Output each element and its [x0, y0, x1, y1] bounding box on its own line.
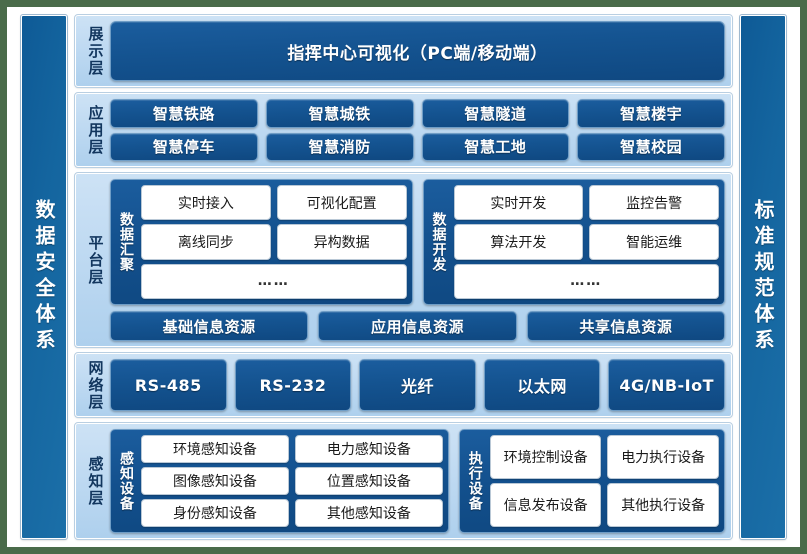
resource-basic-information[interactable]: 基础信息资源	[110, 311, 309, 341]
sensing-group-actuator-devices-label: 执行设备	[466, 451, 483, 511]
app-item-smart-firefighting[interactable]: 智慧消防	[265, 132, 414, 161]
network-item-rs485[interactable]: RS-485	[110, 359, 227, 411]
app-item-smart-campus[interactable]: 智慧校园	[577, 132, 725, 161]
sensor-cell-position[interactable]: 位置感知设备	[294, 467, 443, 495]
sensor-cell-image[interactable]: 图像感知设备	[141, 467, 289, 495]
sensor-cell-other[interactable]: 其他感知设备	[294, 499, 443, 527]
layer-display-label-wrap: 展示层	[80, 21, 110, 81]
actuator-cell-other[interactable]: 其他执行设备	[607, 483, 719, 527]
layer-application-label-wrap: 应用层	[80, 99, 110, 161]
network-item-ethernet[interactable]: 以太网	[483, 359, 601, 411]
platform-cell-development-more[interactable]: ……	[453, 263, 719, 299]
layer-sensing: 感知层 感知设备 环境感知设备 电力感知设备 图像感知设备	[74, 422, 733, 540]
right-pillar-standards: 标准规范体系	[739, 14, 787, 540]
sensing-group-actuator-devices: 执行设备 环境控制设备 电力执行设备 信息发布设备 其他执行设备	[458, 429, 725, 533]
platform-cell-realtime-development[interactable]: 实时开发	[453, 185, 584, 221]
app-item-smart-tunnel[interactable]: 智慧隧道	[421, 99, 570, 128]
platform-groups: 数据汇聚 实时接入 可视化配置 离线同步 异构数据 ……	[110, 179, 725, 305]
layer-network-label-wrap: 网络层	[80, 359, 110, 411]
right-pillar-label: 标准规范体系	[751, 199, 775, 355]
layer-network-body: RS-485 RS-232 光纤 以太网 4G/NB-IoT	[110, 359, 725, 411]
application-items-grid: 智慧铁路 智慧城铁 智慧隧道 智慧楼宇 智慧停车 智慧消防 智慧工地 智慧校园	[110, 99, 725, 161]
platform-cell-realtime-access[interactable]: 实时接入	[141, 185, 271, 221]
layer-platform-label: 平台层	[86, 234, 105, 286]
layer-sensing-label: 感知层	[86, 455, 105, 507]
platform-cell-intelligent-ops[interactable]: 智能运维	[589, 224, 719, 260]
platform-group-data-development-label-wrap: 数据开发	[429, 185, 449, 299]
platform-group-data-development-label: 数据开发	[430, 212, 447, 272]
network-items-row: RS-485 RS-232 光纤 以太网 4G/NB-IoT	[110, 359, 725, 411]
platform-group-data-development: 数据开发 实时开发 监控告警 算法开发 智能运维 ……	[422, 179, 725, 305]
layer-network: 网络层 RS-485 RS-232 光纤 以太网 4G/NB-IoT	[74, 352, 733, 418]
platform-cell-aggregation-more[interactable]: ……	[141, 263, 407, 299]
network-item-rs232[interactable]: RS-232	[234, 359, 352, 411]
diagram-frame: 数据安全体系 展示层 指挥中心可视化（PC端/移动端） 应用层	[7, 7, 800, 547]
sensing-group-sensor-devices-label: 感知设备	[118, 451, 134, 511]
sensing-group-actuator-devices-cells: 环境控制设备 电力执行设备 信息发布设备 其他执行设备	[489, 435, 719, 527]
actuator-cell-environment-control[interactable]: 环境控制设备	[489, 435, 602, 479]
layer-sensing-body: 感知设备 环境感知设备 电力感知设备 图像感知设备 位置感知设备 身份感知设备 …	[110, 429, 725, 533]
platform-group-data-aggregation-label-wrap: 数据汇聚	[116, 185, 136, 299]
sensing-group-sensor-devices-label-wrap: 感知设备	[116, 435, 136, 527]
resource-shared-information[interactable]: 共享信息资源	[526, 311, 725, 341]
platform-group-data-aggregation-cells: 实时接入 可视化配置 离线同步 异构数据 ……	[141, 185, 407, 299]
platform-cell-algorithm-development[interactable]: 算法开发	[453, 224, 584, 260]
platform-group-data-development-cells: 实时开发 监控告警 算法开发 智能运维 ……	[453, 185, 719, 299]
app-item-smart-metro[interactable]: 智慧城铁	[265, 99, 414, 128]
layer-network-label: 网络层	[86, 359, 105, 411]
app-item-smart-building[interactable]: 智慧楼宇	[577, 99, 725, 128]
network-item-4g-nbiot[interactable]: 4G/NB-IoT	[608, 359, 725, 411]
sensor-cell-identity[interactable]: 身份感知设备	[141, 499, 289, 527]
layer-platform-label-wrap: 平台层	[80, 179, 110, 341]
sensing-group-actuator-devices-label-wrap: 执行设备	[465, 435, 485, 527]
layer-application-label: 应用层	[86, 104, 105, 156]
app-item-smart-railway[interactable]: 智慧铁路	[110, 99, 258, 128]
layer-platform-body: 数据汇聚 实时接入 可视化配置 离线同步 异构数据 ……	[110, 179, 725, 341]
platform-resources-row: 基础信息资源 应用信息资源 共享信息资源	[110, 311, 725, 341]
layer-sensing-label-wrap: 感知层	[80, 429, 110, 533]
architecture-diagram: 数据安全体系 展示层 指挥中心可视化（PC端/移动端） 应用层	[20, 14, 787, 540]
sensor-cell-environment[interactable]: 环境感知设备	[141, 435, 289, 463]
platform-group-data-aggregation-label: 数据汇聚	[118, 212, 134, 272]
layer-application-body: 智慧铁路 智慧城铁 智慧隧道 智慧楼宇 智慧停车 智慧消防 智慧工地 智慧校园	[110, 99, 725, 161]
left-pillar-data-security: 数据安全体系	[20, 14, 68, 540]
sensing-group-sensor-devices: 感知设备 环境感知设备 电力感知设备 图像感知设备 位置感知设备 身份感知设备 …	[110, 429, 449, 533]
network-item-fiber[interactable]: 光纤	[359, 359, 476, 411]
platform-cell-heterogeneous-data[interactable]: 异构数据	[276, 224, 407, 260]
layer-stack: 展示层 指挥中心可视化（PC端/移动端） 应用层 智慧铁路 智慧城铁	[74, 14, 733, 540]
layer-display-label: 展示层	[86, 25, 105, 77]
layer-application: 应用层 智慧铁路 智慧城铁 智慧隧道 智慧楼宇 智慧停车 智慧消防 智慧工地 智…	[74, 92, 733, 168]
layer-platform: 平台层 数据汇聚 实时接入 可视化配置	[74, 172, 733, 348]
sensor-cell-power[interactable]: 电力感知设备	[294, 435, 443, 463]
app-item-smart-parking[interactable]: 智慧停车	[110, 132, 258, 161]
resource-application-information[interactable]: 应用信息资源	[318, 311, 517, 341]
platform-cell-visual-config[interactable]: 可视化配置	[276, 185, 407, 221]
sensing-group-sensor-devices-cells: 环境感知设备 电力感知设备 图像感知设备 位置感知设备 身份感知设备 其他感知设…	[141, 435, 443, 527]
layer-display: 展示层 指挥中心可视化（PC端/移动端）	[74, 14, 733, 88]
display-banner[interactable]: 指挥中心可视化（PC端/移动端）	[110, 21, 725, 81]
platform-cell-offline-sync[interactable]: 离线同步	[141, 224, 271, 260]
actuator-cell-power-execution[interactable]: 电力执行设备	[607, 435, 719, 479]
platform-group-data-aggregation: 数据汇聚 实时接入 可视化配置 离线同步 异构数据 ……	[110, 179, 413, 305]
platform-cell-monitoring-alarm[interactable]: 监控告警	[589, 185, 719, 221]
left-pillar-label: 数据安全体系	[32, 199, 56, 355]
layer-display-body: 指挥中心可视化（PC端/移动端）	[110, 21, 725, 81]
actuator-cell-info-publishing[interactable]: 信息发布设备	[489, 483, 602, 527]
app-item-smart-worksite[interactable]: 智慧工地	[421, 132, 570, 161]
